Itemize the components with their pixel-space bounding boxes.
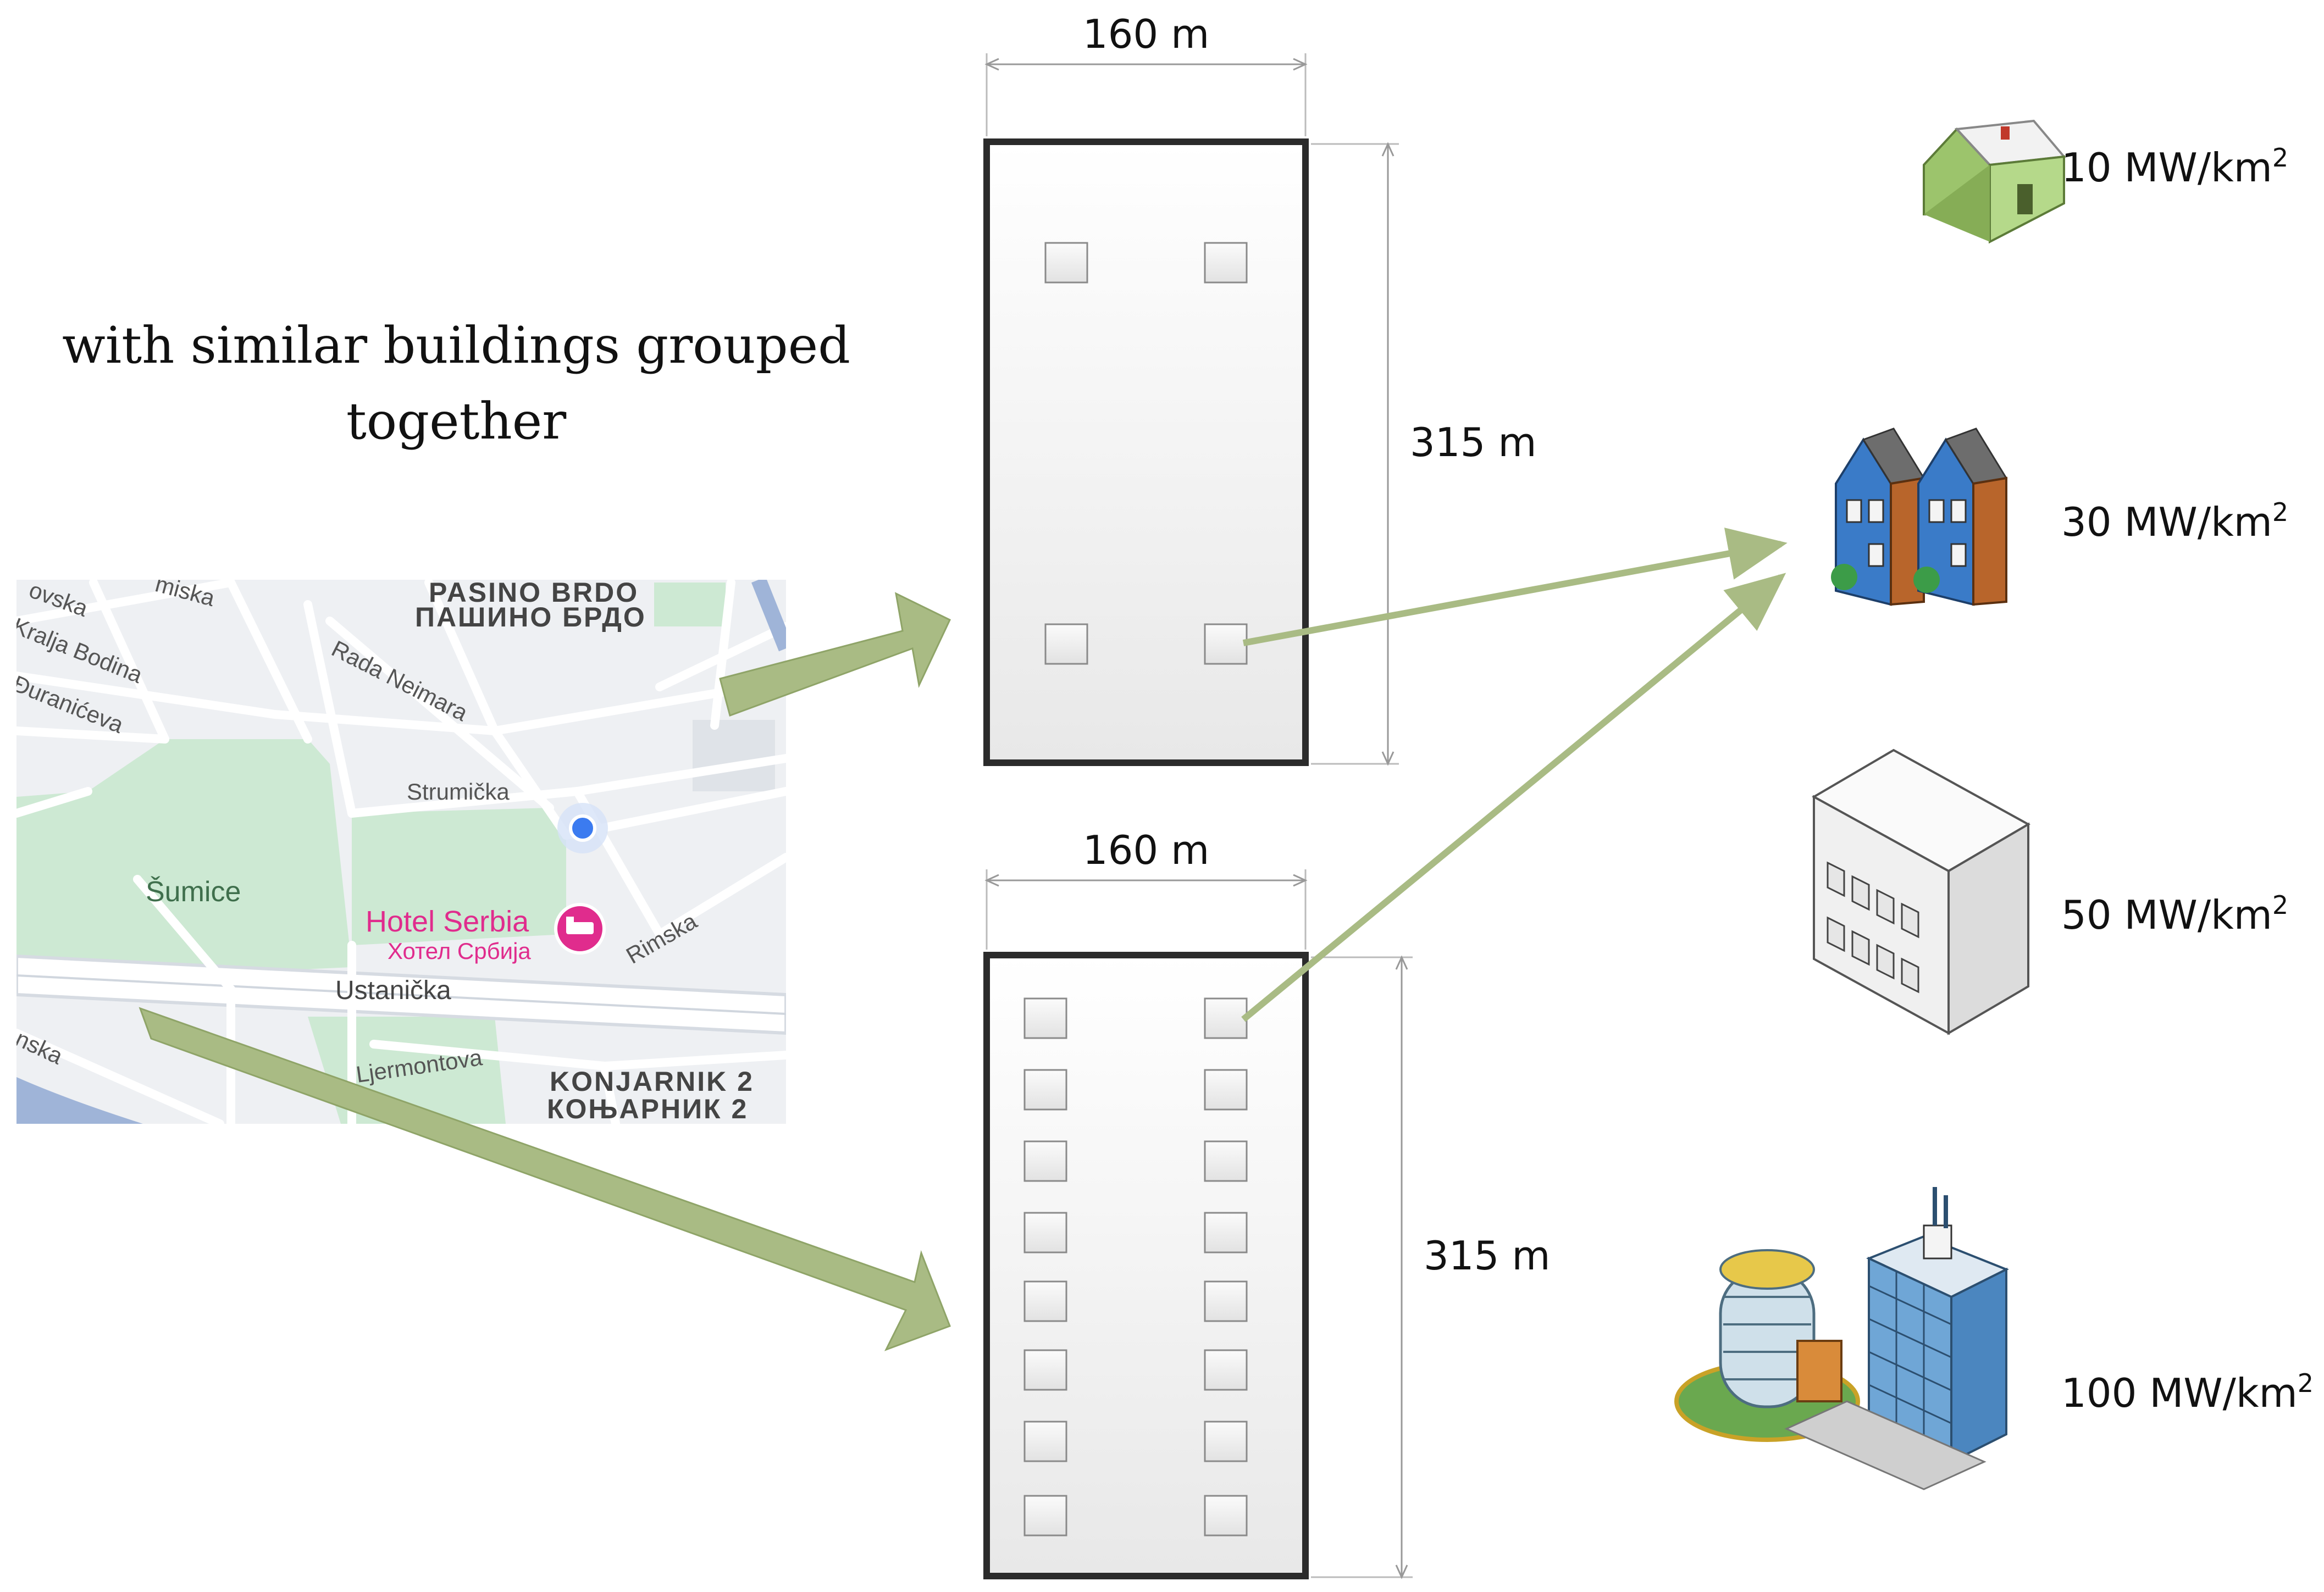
poi-label: Hotel Serbia bbox=[366, 905, 529, 938]
street-map: ovska miska Kralja Bodina Rada Neimara Đ… bbox=[16, 577, 786, 1124]
office-towers-icon bbox=[1674, 1187, 2009, 1490]
district-label: КОЊАРНИК 2 bbox=[547, 1094, 748, 1124]
width-label: 160 m bbox=[1083, 11, 1209, 57]
block-top: 160 m 315 m bbox=[983, 11, 1536, 766]
street-label: Ustanička bbox=[335, 976, 451, 1005]
width-dimension: 160 m bbox=[984, 11, 1308, 136]
block-layer: 160 m 315 m 160 m 315 m bbox=[983, 11, 1550, 1579]
block-bottom: 160 m 315 m bbox=[983, 827, 1550, 1579]
height-dimension: 315 m bbox=[1311, 142, 1536, 766]
park-label: Šumice bbox=[146, 876, 241, 908]
building-cell bbox=[1204, 242, 1248, 284]
building-cell bbox=[1204, 1069, 1248, 1111]
park-sumice bbox=[16, 739, 352, 989]
building-cell bbox=[1204, 997, 1248, 1039]
density-label: 30 MW/km2 bbox=[2061, 497, 2288, 545]
arrow-top-to-townhouses bbox=[1242, 528, 1788, 646]
building-cell bbox=[1204, 623, 1248, 665]
density-label: 50 MW/km2 bbox=[2061, 890, 2288, 938]
building-cell bbox=[1023, 1495, 1067, 1536]
district-label: ПАШИНО БРДО bbox=[415, 602, 646, 633]
building-cell bbox=[1204, 1421, 1248, 1462]
city-block bbox=[983, 952, 1309, 1579]
building-cell bbox=[1204, 1280, 1248, 1322]
width-label: 160 m bbox=[1083, 827, 1209, 873]
height-dimension: 315 m bbox=[1311, 955, 1550, 1579]
city-block bbox=[983, 138, 1309, 766]
height-label: 315 m bbox=[1424, 1233, 1550, 1279]
building-cell bbox=[1204, 1140, 1248, 1182]
location-pin-icon bbox=[557, 803, 608, 853]
park-hotel bbox=[352, 808, 566, 945]
district-label: KONJARNIK 2 bbox=[550, 1066, 754, 1097]
density-label: 100 MW/km2 bbox=[2061, 1368, 2314, 1416]
building-cell bbox=[1204, 1212, 1248, 1253]
width-dimension: 160 m bbox=[984, 827, 1308, 950]
street-label: Strumička bbox=[407, 779, 510, 805]
building-cell bbox=[1204, 1495, 1248, 1536]
caption: with similar buildings grouped together bbox=[62, 316, 851, 451]
apartment-building-icon bbox=[1811, 748, 2031, 1035]
building-cell bbox=[1023, 1421, 1067, 1462]
legend: 10 MW/km2 30 MW/km2 50 MW/km2 100 MW/km2 bbox=[1674, 119, 2314, 1490]
building-cell bbox=[1023, 1212, 1067, 1253]
hotel-marker-icon bbox=[554, 903, 606, 955]
building-cell bbox=[1023, 1069, 1067, 1111]
townhouses-icon bbox=[1831, 428, 2008, 606]
poi-label-cyrillic: Хотел Србија bbox=[388, 938, 531, 964]
arrow-bottom-to-townhouses bbox=[1241, 573, 1786, 1022]
density-label: 10 MW/km2 bbox=[2061, 143, 2288, 191]
building-cell bbox=[1044, 623, 1088, 665]
house-icon bbox=[1923, 119, 2066, 244]
building-cell bbox=[1023, 1140, 1067, 1182]
height-label: 315 m bbox=[1410, 419, 1536, 465]
building-cell bbox=[1023, 997, 1067, 1039]
district-label: PASINO BRDO bbox=[429, 577, 639, 608]
connector-arrows bbox=[139, 528, 1788, 1351]
building-cell bbox=[1023, 1349, 1067, 1391]
building-cell bbox=[1023, 1280, 1067, 1322]
building-cell bbox=[1044, 242, 1088, 284]
building-cell bbox=[1204, 1349, 1248, 1391]
arrow-map-to-bottom-block bbox=[139, 1007, 951, 1351]
arrow-map-to-top-block bbox=[719, 592, 951, 717]
